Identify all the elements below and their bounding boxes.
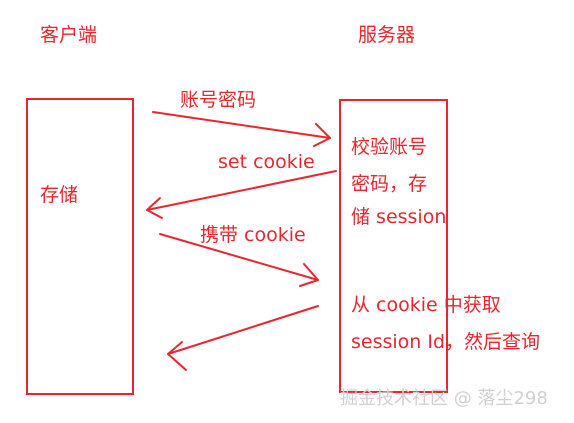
edge-label-credentials: 账号密码	[180, 89, 257, 111]
watermark: 掘金技术社区 @ 落尘298	[340, 388, 548, 409]
server-box-line-2: 密码，存	[351, 173, 428, 195]
edge-label-set-cookie: set cookie	[218, 151, 315, 173]
client-title: 客户端	[40, 24, 98, 46]
arrow-set-cookie	[146, 170, 337, 219]
arrow-carry-cookie	[159, 233, 319, 287]
arrow-response	[167, 305, 319, 371]
server-box-line-3: 储 session	[351, 206, 447, 228]
client-storage-label: 存储	[40, 184, 79, 206]
arrow-credentials	[152, 111, 331, 147]
server-title: 服务器	[358, 24, 416, 46]
server-note-line-2: session Id，然后查询	[351, 331, 541, 353]
edge-label-carry-cookie: 携带 cookie	[200, 224, 306, 246]
client-box	[26, 98, 134, 395]
server-box	[339, 99, 448, 393]
server-box-line-1: 校验账号	[351, 136, 428, 158]
server-note-line-1: 从 cookie 中获取	[351, 294, 501, 316]
